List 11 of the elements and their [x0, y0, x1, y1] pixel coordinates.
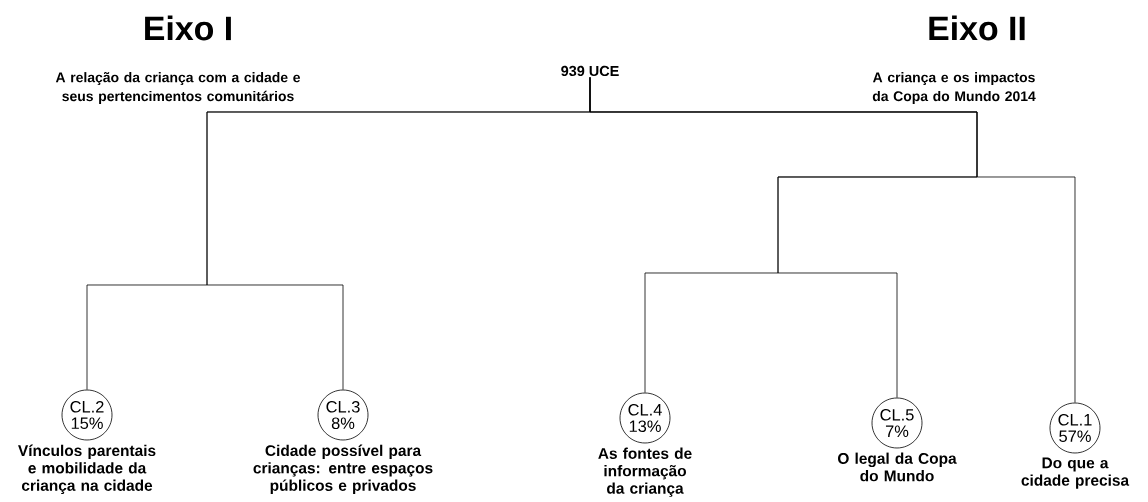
- axis-heading: Eixo I: [145, 15, 231, 41]
- cluster-description: Do que a cidade precisa: [1021, 457, 1130, 489]
- cluster-description: Cidade possível para crianças: entre espaços públicos e privados: [253, 444, 433, 494]
- root-label: 939 UCE: [561, 65, 619, 77]
- cluster-description: O legal da Copa do Mundo: [838, 452, 957, 482]
- tree-branch: [589, 76, 1076, 403]
- cluster-description: Vínculos parentais e mobilidade da criança na cidade: [18, 444, 156, 494]
- axis-subtitle: A relação da criança com a cidade e seus pertencimentos comunitários: [55, 72, 300, 104]
- cluster-description: As fontes de informação da criança: [598, 447, 692, 497]
- axis-subtitle: A criança e os impactos da Copa do Mundo 2014: [872, 72, 1036, 104]
- axis-heading: Eixo II: [929, 15, 1025, 41]
